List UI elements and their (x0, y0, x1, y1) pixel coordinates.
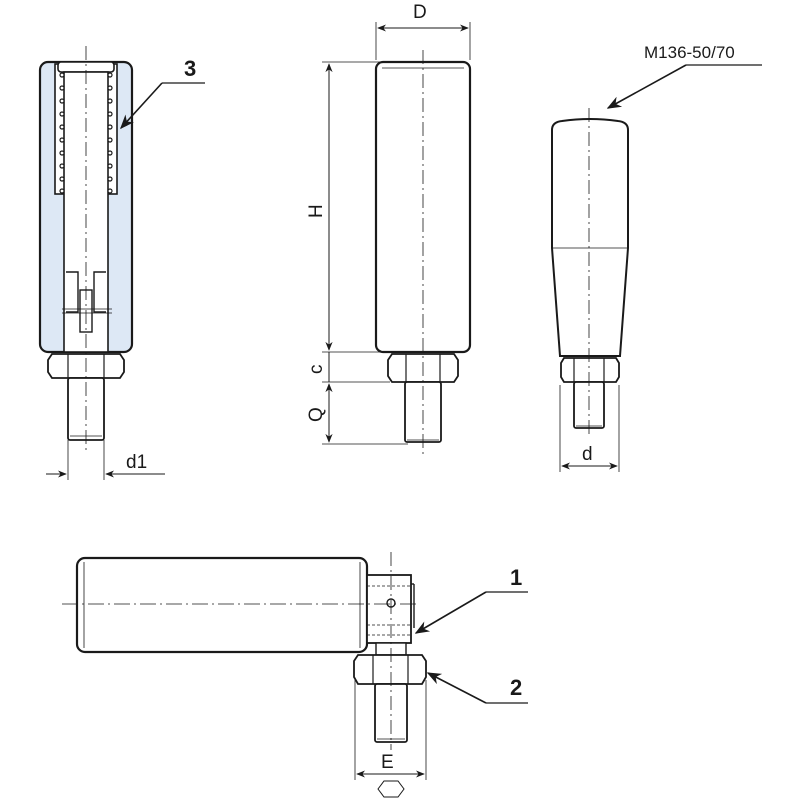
dimension-E-label: E (381, 752, 394, 773)
hexagon-icon (377, 780, 405, 798)
dimension-D-label: D (413, 2, 427, 23)
dimension-Q-label: Q (306, 407, 327, 422)
section-view (38, 46, 205, 480)
callout-1: 1 (510, 565, 522, 590)
dimension-H-label: H (306, 204, 327, 218)
dimension-c-label: c (306, 365, 327, 375)
callout-3: 3 (184, 56, 196, 81)
model-label: M136-50/70 (644, 43, 735, 62)
tapered-view (551, 64, 762, 472)
side-view (62, 552, 528, 780)
dimension-d-label: d (582, 444, 593, 465)
front-view (322, 22, 472, 455)
callout-2: 2 (510, 675, 522, 700)
dimension-d1-label: d1 (126, 452, 147, 473)
